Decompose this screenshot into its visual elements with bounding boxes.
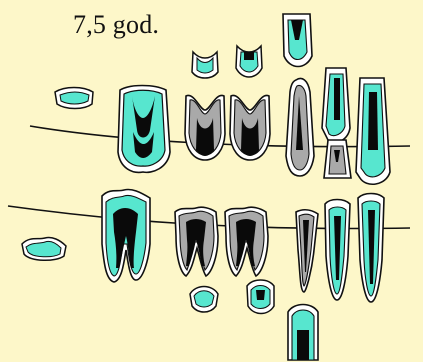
upper-developing-premolar-2 [236, 46, 262, 77]
upper-primary-canine [286, 79, 314, 177]
lower-primary-molar-2 [225, 207, 268, 276]
lower-developing-premolar-2 [247, 280, 274, 314]
lower-central-incisor [358, 194, 384, 303]
lower-developing-molar-crown [22, 237, 66, 260]
lower-first-molar [102, 189, 150, 282]
lower-developing-premolar-1 [190, 287, 218, 313]
lower-primary-canine [296, 210, 318, 292]
upper-primary-incisor [324, 140, 351, 178]
upper-developing-canine [283, 14, 312, 67]
upper-central-incisor [356, 78, 390, 184]
lower-developing-canine [288, 305, 318, 361]
upper-lateral-incisor [322, 68, 350, 142]
lower-lateral-incisor [325, 200, 350, 301]
upper-primary-molar-2 [230, 95, 270, 160]
upper-primary-molar-1 [185, 95, 225, 160]
upper-developing-molar-crown [55, 88, 93, 109]
lower-primary-molar-1 [175, 207, 218, 276]
upper-first-molar [118, 86, 170, 173]
upper-developing-premolar-1 [192, 52, 218, 78]
